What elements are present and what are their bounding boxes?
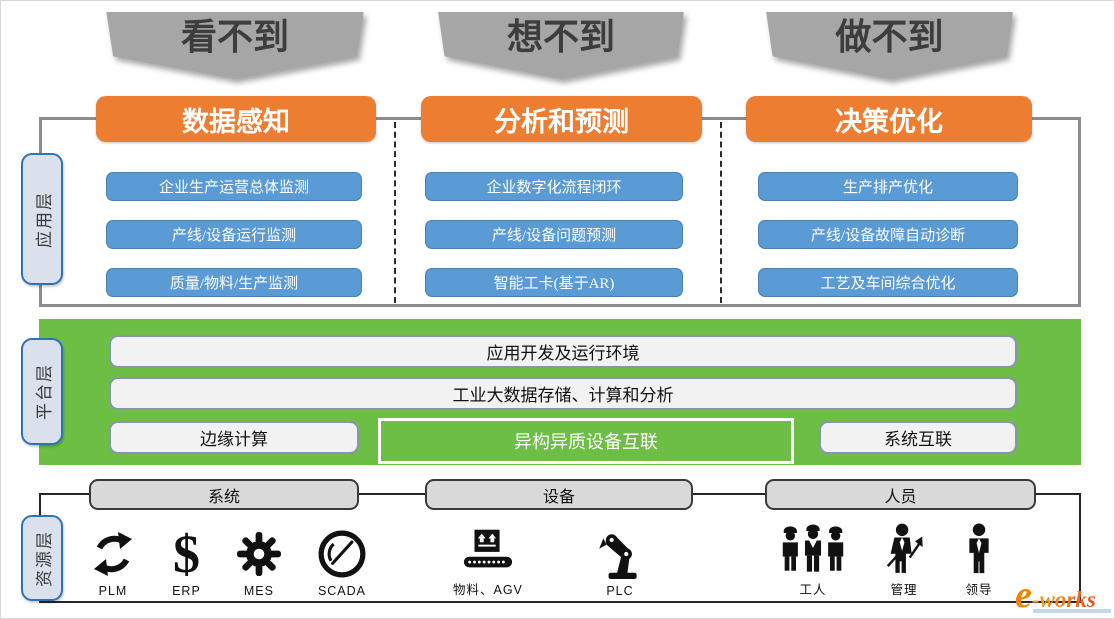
resource-group-systems-header: 系统 xyxy=(89,479,359,510)
platform-device-interconnect: 异构异质设备互联 xyxy=(378,418,794,464)
application-layer-label: 应用层 xyxy=(21,153,63,285)
app-item: 产线/设备问题预测 xyxy=(425,220,683,249)
banner-cannot-think: 想不到 xyxy=(433,12,689,79)
resource-group-systems: PLM $ ERP xyxy=(89,514,367,598)
workers-icon xyxy=(779,521,847,577)
resource-item-erp: $ ERP xyxy=(172,514,201,598)
resource-item-label: SCADA xyxy=(317,584,367,598)
conveyor-icon xyxy=(461,521,515,577)
erp-dollar-icon: $ xyxy=(172,524,200,584)
resource-group-people-header: 人员 xyxy=(765,479,1036,510)
resource-group-people: 工人 管理 xyxy=(779,514,997,598)
resource-item-plc: PLC xyxy=(595,514,645,598)
app-item: 产线/设备运行监测 xyxy=(106,220,362,249)
app-item: 企业生产运营总体监测 xyxy=(106,172,362,201)
app-item: 生产排产优化 xyxy=(758,172,1018,201)
column-divider xyxy=(394,122,396,303)
banner-label: 想不到 xyxy=(506,17,615,57)
resource-item-label: PLM xyxy=(98,584,128,598)
resource-item-mes: MES xyxy=(236,514,282,598)
column-divider xyxy=(720,122,722,303)
banner-label: 做不到 xyxy=(835,17,944,57)
platform-row-bigdata: 工业大数据存储、计算和分析 xyxy=(109,377,1017,410)
resource-item-scada: SCADA xyxy=(317,514,367,598)
banner-shape: 想不到 xyxy=(438,12,684,79)
resource-item-label: 管理 xyxy=(890,583,918,597)
header-decision-optimization: 决策优化 xyxy=(746,96,1032,142)
manager-icon xyxy=(882,521,926,577)
scada-gauge-icon xyxy=(317,526,367,582)
resource-item-label: 领导 xyxy=(965,583,993,597)
logo-works: -works xyxy=(1031,587,1096,612)
app-item: 工艺及车间综合优化 xyxy=(758,268,1018,297)
resource-item-label: MES xyxy=(243,584,274,598)
eworks-logo: e-works xyxy=(1015,574,1096,616)
header-analysis-prediction: 分析和预测 xyxy=(421,96,702,142)
plm-cycle-icon xyxy=(89,526,137,582)
resource-item-label: PLC xyxy=(606,584,634,598)
resource-item-plm: PLM xyxy=(89,514,137,598)
platform-edge-computing: 边缘计算 xyxy=(109,421,359,454)
resource-layer-label: 资源层 xyxy=(21,515,63,601)
banner-shape: 看不到 xyxy=(106,12,364,79)
logo-e: e xyxy=(1015,574,1032,616)
resource-item-material-agv: 物料、AGV xyxy=(453,514,523,598)
robot-arm-icon xyxy=(595,526,645,582)
app-item: 质量/物料/生产监测 xyxy=(106,268,362,297)
leader-icon xyxy=(961,521,997,577)
app-item: 产线/设备故障自动诊断 xyxy=(758,220,1018,249)
app-item: 企业数字化流程闭环 xyxy=(425,172,683,201)
platform-row-app-dev-env: 应用开发及运行环境 xyxy=(109,335,1017,368)
resource-item-manager: 管理 xyxy=(882,514,926,598)
resource-item-leader: 领导 xyxy=(961,514,997,598)
resource-group-equipment-header: 设备 xyxy=(425,479,693,510)
resource-item-label: 工人 xyxy=(799,583,827,597)
resource-item-label: ERP xyxy=(172,584,201,598)
resource-item-workers: 工人 xyxy=(779,514,847,598)
banner-cannot-see: 看不到 xyxy=(101,12,369,79)
mes-gear-icon xyxy=(236,526,282,582)
app-item: 智能工卡(基于AR) xyxy=(425,268,683,297)
platform-layer-label: 平台层 xyxy=(21,338,63,445)
banner-cannot-do: 做不到 xyxy=(761,12,1018,79)
header-data-perception: 数据感知 xyxy=(96,96,376,142)
platform-system-interconnect: 系统互联 xyxy=(819,421,1017,454)
banner-label: 看不到 xyxy=(180,17,289,57)
resource-group-equipment: 物料、AGV PLC xyxy=(453,514,645,598)
logo-underline xyxy=(1033,609,1111,613)
resource-item-label: 物料、AGV xyxy=(453,583,523,597)
banner-shape: 做不到 xyxy=(766,12,1013,79)
